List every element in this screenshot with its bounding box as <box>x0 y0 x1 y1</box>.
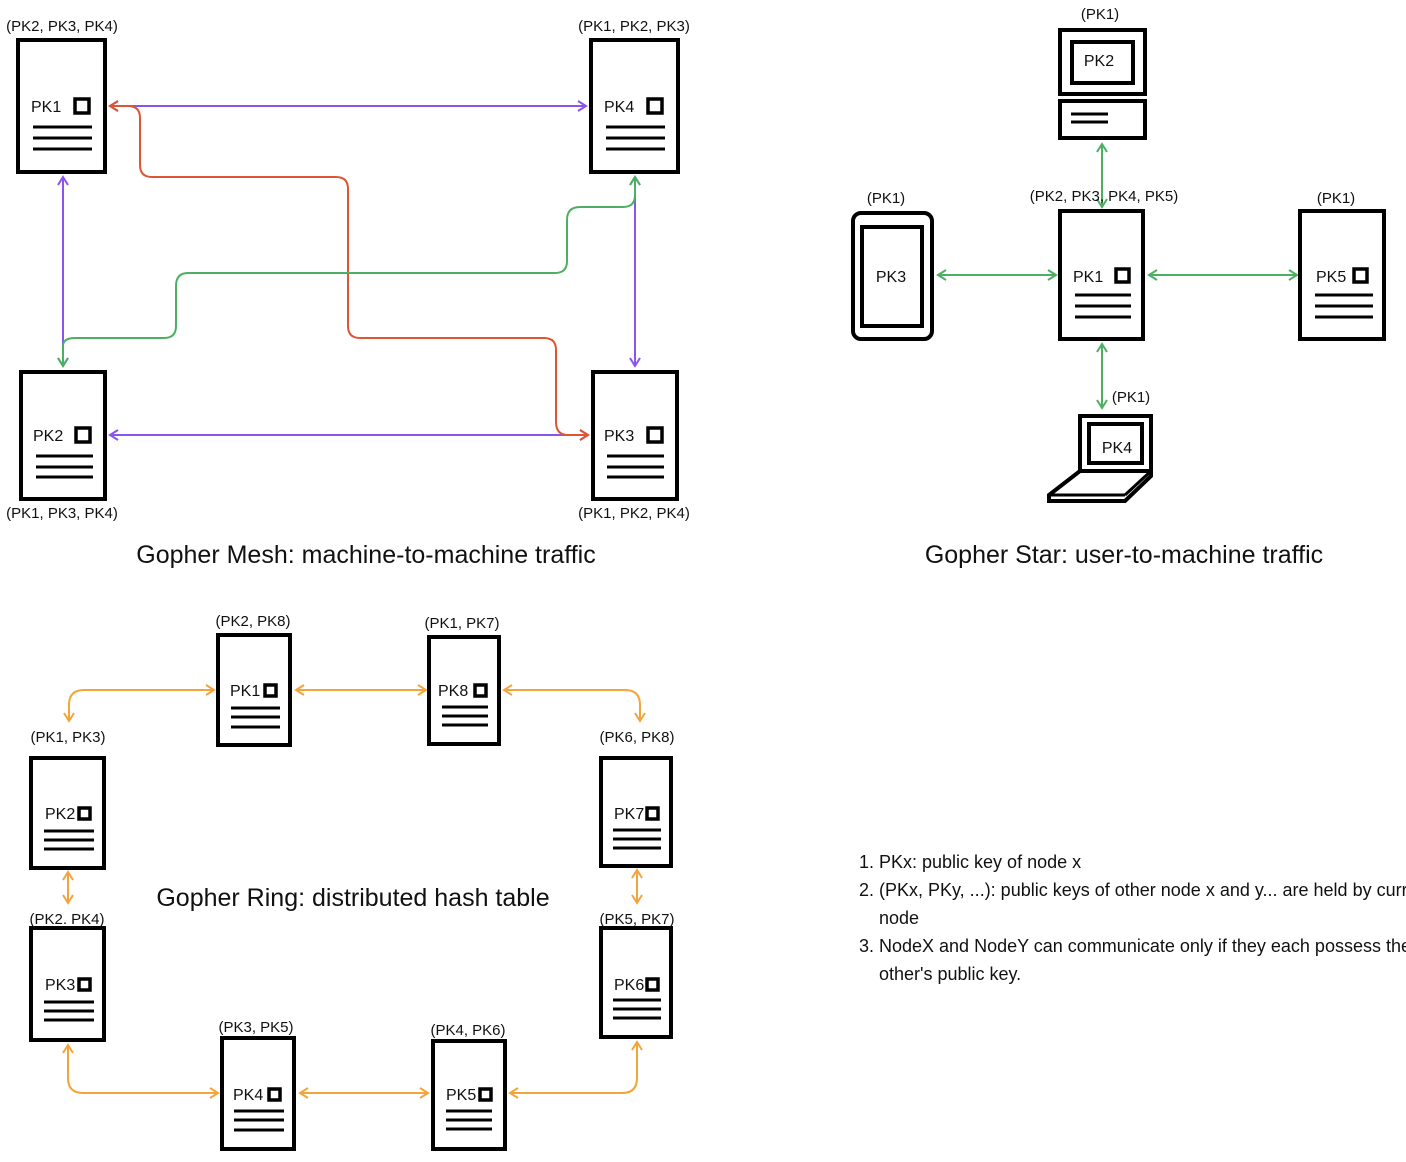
node-keys: (PK6, PK8) <box>599 729 674 746</box>
mesh-node-pk1[interactable]: PK1 (PK2, PK3, PK4) <box>6 18 118 174</box>
node-keys: (PK2, PK3, PK4, PK5) <box>1030 188 1178 205</box>
node-keys: (PK1, PK3) <box>30 729 105 746</box>
indicator-icon <box>77 977 92 992</box>
indicator-icon <box>478 1087 493 1102</box>
node-label: PK4 <box>233 1087 263 1104</box>
node-label: PK4 <box>1102 440 1132 457</box>
indicator-icon <box>267 1087 282 1102</box>
drive-lines-icon <box>1071 112 1108 124</box>
node-keys: (PK1) <box>1317 190 1355 207</box>
node-keys: (PK1, PK2, PK3) <box>578 18 690 35</box>
drive-lines-icon <box>1315 293 1373 319</box>
mesh-title: Gopher Mesh: machine-to-machine traffic <box>136 541 595 569</box>
drive-lines-icon <box>234 1109 284 1132</box>
star-node-pk5[interactable]: PK5 (PK1) <box>1298 190 1386 341</box>
node-keys: (PK1, PK3, PK4) <box>6 505 118 522</box>
indicator-icon <box>473 683 488 698</box>
node-keys: (PK1) <box>1112 389 1150 406</box>
mesh-link-pk1-pk3 <box>108 100 590 441</box>
indicator-icon <box>73 97 91 115</box>
ring-link-pk3-pk4 <box>62 1043 220 1099</box>
mesh-node-pk2[interactable]: PK2 (PK1, PK3, PK4) <box>6 370 118 522</box>
ring-node-pk3[interactable]: PK3 (PK2. PK4) <box>29 911 106 1042</box>
star-node-pk4-laptop[interactable]: PK4 (PK1) <box>1047 389 1153 503</box>
node-label: PK2 <box>45 806 75 823</box>
drive-lines-icon <box>606 125 665 151</box>
node-label: PK8 <box>438 683 468 700</box>
note-item: PKx: public key of node x <box>879 848 1406 876</box>
drive-lines-icon <box>613 998 661 1020</box>
node-label: PK5 <box>446 1087 476 1104</box>
mesh-node-pk3[interactable]: PK3 (PK1, PK2, PK4) <box>578 370 690 522</box>
mesh-section: PK1 (PK2, PK3, PK4) PK4 (PK1, PK2, PK3) … <box>6 18 690 569</box>
drive-lines-icon <box>231 706 280 729</box>
ring-node-pk7[interactable]: PK7 (PK6, PK8) <box>599 729 675 868</box>
node-keys: (PK2, PK8) <box>215 613 290 630</box>
node-label: PK5 <box>1316 269 1346 286</box>
node-keys: (PK3, PK5) <box>218 1019 293 1036</box>
indicator-icon <box>1114 267 1131 284</box>
node-keys: (PK1) <box>867 190 905 207</box>
indicator-icon <box>645 977 660 992</box>
star-node-pk2-desktop[interactable]: PK2 (PK1) <box>1058 6 1147 140</box>
drive-lines-icon <box>44 1000 94 1022</box>
indicator-icon <box>645 806 660 821</box>
node-label: PK1 <box>31 99 61 116</box>
mesh-node-pk4[interactable]: PK4 (PK1, PK2, PK3) <box>578 18 690 174</box>
ring-link-pk5-pk6 <box>508 1040 643 1099</box>
ring-link-pk8-pk7 <box>502 684 646 723</box>
indicator-icon <box>646 426 664 444</box>
node-keys: (PK2. PK4) <box>29 911 104 928</box>
ring-link-pk1-pk2 <box>63 684 216 723</box>
node-label: PK3 <box>876 269 906 286</box>
ring-node-pk8[interactable]: PK8 (PK1, PK7) <box>424 615 501 746</box>
drive-lines-icon <box>33 125 92 151</box>
drive-lines-icon <box>36 454 93 479</box>
indicator-icon <box>1352 267 1369 284</box>
node-keys: (PK1, PK7) <box>424 615 499 632</box>
indicator-icon <box>263 683 278 698</box>
drive-lines-icon <box>446 1109 492 1131</box>
node-keys: (PK2, PK3, PK4) <box>6 18 118 35</box>
drive-lines-icon <box>44 829 94 851</box>
ring-node-pk1[interactable]: PK1 (PK2, PK8) <box>215 613 292 747</box>
node-label: PK6 <box>614 977 644 994</box>
indicator-icon <box>77 806 92 821</box>
node-label: PK4 <box>604 99 634 116</box>
star-node-pk3-phone[interactable]: PK3 (PK1) <box>851 190 934 341</box>
node-label: PK3 <box>45 977 75 994</box>
star-section: PK2 (PK1) PK3 (PK1) PK1 (PK2, PK3, PK4, … <box>851 6 1386 569</box>
star-node-pk1[interactable]: PK1 (PK2, PK3, PK4, PK5) <box>1030 188 1178 341</box>
indicator-icon <box>646 97 664 115</box>
node-label: PK2 <box>1084 53 1114 70</box>
drive-lines-icon <box>442 705 488 727</box>
node-keys: (PK1) <box>1081 6 1119 23</box>
note-item: (PKx, PKy, ...): public keys of other no… <box>879 876 1406 932</box>
ring-node-pk2[interactable]: PK2 (PK1, PK3) <box>29 729 106 870</box>
ring-node-pk5[interactable]: PK5 (PK4, PK6) <box>430 1022 507 1151</box>
drive-lines-icon <box>1075 293 1131 319</box>
node-keys: (PK1, PK2, PK4) <box>578 505 690 522</box>
node-keys: (PK5, PK7) <box>599 911 674 928</box>
mesh-link-pk2-pk4 <box>57 175 641 368</box>
indicator-icon <box>74 426 92 444</box>
ring-section: PK1 (PK2, PK8) PK8 (PK1, PK7) PK2 (PK1, … <box>29 613 675 1151</box>
note-item: NodeX and NodeY can communicate only if … <box>879 932 1406 988</box>
node-label: PK7 <box>614 806 644 823</box>
node-label: PK1 <box>230 683 260 700</box>
node-label: PK1 <box>1073 269 1103 286</box>
star-title: Gopher Star: user-to-machine traffic <box>925 541 1323 569</box>
drive-lines-icon <box>613 828 661 850</box>
ring-title: Gopher Ring: distributed hash table <box>156 884 549 912</box>
node-label: PK3 <box>604 428 634 445</box>
legend-notes: PKx: public key of node x (PKx, PKy, ...… <box>852 848 1406 988</box>
node-keys: (PK4, PK6) <box>430 1022 505 1039</box>
node-label: PK2 <box>33 428 63 445</box>
ring-node-pk6[interactable]: PK6 (PK5, PK7) <box>599 911 675 1039</box>
drive-lines-icon <box>607 454 664 479</box>
ring-node-pk4[interactable]: PK4 (PK3, PK5) <box>218 1019 296 1151</box>
